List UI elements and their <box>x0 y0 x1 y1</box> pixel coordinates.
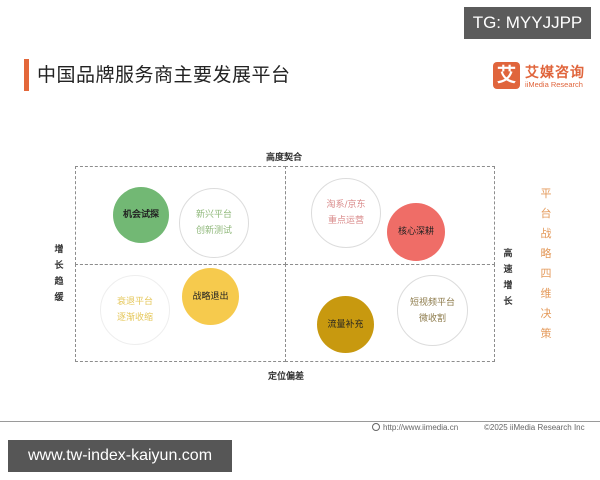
circle-label: 微收割 <box>418 313 446 324</box>
side-title-char: 战 <box>540 227 552 240</box>
axis-left-char: 缓 <box>54 293 64 303</box>
circle-label: 重点运营 <box>327 216 364 226</box>
circle-label: 逐渐收缩 <box>116 313 153 323</box>
quadrant-bottom-right <box>285 264 495 362</box>
circle-emerging-platform: 新兴平台 创新测试 <box>179 188 249 258</box>
circle-label: 新兴平台 <box>195 210 232 220</box>
title-accent-bar <box>24 59 29 91</box>
side-title-char: 平 <box>540 187 552 200</box>
logo-name-cn: 艾媒咨询 <box>525 65 585 81</box>
circle-label: 机会试探 <box>122 210 159 220</box>
axis-left-char: 长 <box>54 261 64 271</box>
side-title-char: 维 <box>540 287 552 300</box>
circle-label: 短视频平台 <box>409 297 455 308</box>
iimedia-logo: 艾 艾媒咨询 iiMedia Research <box>493 62 593 92</box>
side-title-char: 略 <box>540 247 552 260</box>
axis-left-char: 趋 <box>54 277 64 287</box>
axis-right-char: 长 <box>503 297 513 307</box>
circle-strategic-exit: 战略退出 <box>182 268 239 325</box>
circle-taobao-jd: 淘系/京东 重点运营 <box>311 178 381 248</box>
footer-divider <box>0 421 600 422</box>
circle-short-video-platform: 短视频平台 微收割 <box>397 275 468 346</box>
circle-label: 衰退平台 <box>116 297 153 307</box>
side-title-char: 决 <box>540 307 552 320</box>
page-title: 中国品牌服务商主要发展平台 <box>37 64 291 86</box>
watermark-top: TG: MYYJJPP <box>464 7 591 39</box>
circle-opportunity-probe: 机会试探 <box>113 187 169 243</box>
circle-traffic-supplement: 流量补充 <box>317 296 374 353</box>
side-title-char: 四 <box>540 267 552 280</box>
axis-right-char: 高 <box>503 249 513 259</box>
axis-right-char: 速 <box>503 265 513 275</box>
circle-label: 创新测试 <box>195 226 232 236</box>
circle-core-deepening: 核心深耕 <box>387 203 445 261</box>
axis-label-bottom: 定位偏差 <box>268 372 305 382</box>
footer-url[interactable]: http://www.iimedia.cn <box>372 423 458 432</box>
logo-icon: 艾 <box>493 62 520 89</box>
side-title-char: 策 <box>540 327 552 340</box>
circle-label: 核心深耕 <box>397 227 434 237</box>
axis-label-left: 增 长 趋 缓 <box>53 242 65 306</box>
footer-copyright: ©2025 iiMedia Research Inc <box>484 423 585 432</box>
side-title-vertical: 平 台 战 略 四 维 决 策 <box>538 184 554 344</box>
axis-label-right: 高 速 增 长 <box>502 246 514 310</box>
circle-declining-platform: 衰退平台 逐渐收缩 <box>100 275 170 345</box>
axis-left-char: 增 <box>54 245 64 255</box>
axis-right-char: 增 <box>503 281 513 291</box>
circle-label: 战略退出 <box>192 291 229 302</box>
circle-label: 流量补充 <box>327 319 364 330</box>
footer-url-text[interactable]: http://www.iimedia.cn <box>383 423 459 432</box>
side-title-char: 台 <box>540 207 552 220</box>
logo-name-en: iiMedia Research <box>525 80 583 89</box>
axis-label-top: 高度契合 <box>266 153 303 163</box>
circle-label: 淘系/京东 <box>326 200 366 210</box>
globe-icon <box>372 423 380 431</box>
watermark-bottom: www.tw-index-kaiyun.com <box>8 440 232 472</box>
